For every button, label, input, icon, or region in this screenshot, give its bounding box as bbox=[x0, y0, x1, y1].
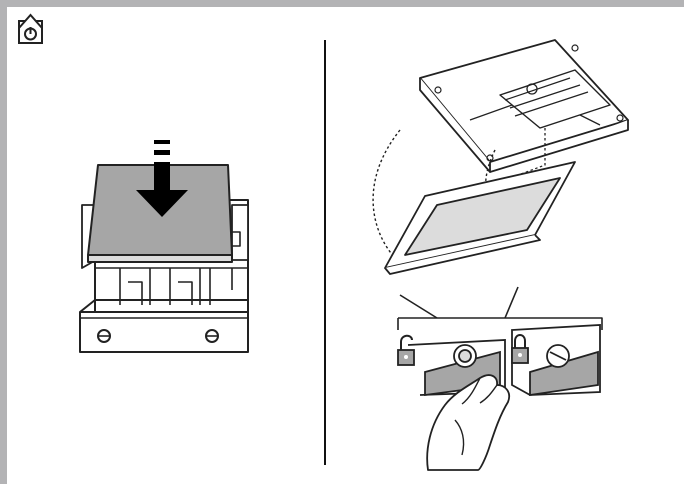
unlocked-padlock-icon bbox=[397, 334, 415, 366]
hand-icon bbox=[426, 374, 510, 471]
hood-body bbox=[419, 39, 629, 173]
lock-detail-right bbox=[511, 324, 601, 397]
left-panel bbox=[79, 140, 249, 353]
house-with-tap-icon bbox=[18, 13, 43, 44]
screw-icon bbox=[97, 329, 219, 343]
filter-frame bbox=[384, 161, 576, 275]
right-panel bbox=[372, 39, 629, 330]
down-arrow-icon bbox=[136, 140, 188, 217]
swing-arc bbox=[372, 129, 401, 259]
locked-padlock-icon bbox=[511, 334, 529, 364]
